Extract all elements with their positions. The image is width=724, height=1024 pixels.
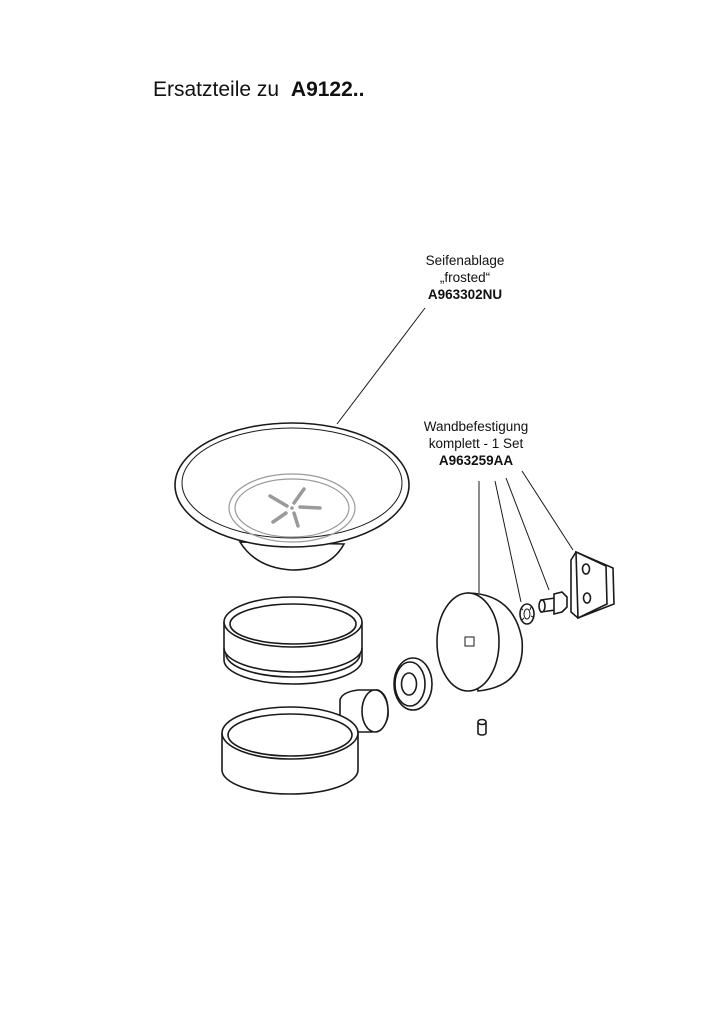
upper-ring-drawing <box>223 596 363 685</box>
soap-dish-name: Seifenablage <box>425 253 505 268</box>
lock-washer-hole <box>523 608 531 620</box>
page-title-prefix: Ersatzteile zu <box>153 78 280 101</box>
cover-washer-drawing <box>393 657 433 711</box>
mounting-plate-hole-top <box>581 563 591 575</box>
hex-screw-drawing <box>538 591 568 616</box>
soap-dish-variant: „frosted“ <box>439 270 491 285</box>
holder-ring-top-inner <box>227 713 353 757</box>
rosette-face <box>436 592 500 692</box>
wall-mount-label: Wandbefestigung komplett - 1 Set A963259… <box>406 418 546 469</box>
upper-ring-top-inner <box>229 603 357 645</box>
set-screw-body <box>477 722 487 736</box>
set-screw-drawing <box>477 718 487 736</box>
mounting-plate-hole-bottom <box>582 592 592 604</box>
soap-dish-rim <box>174 422 410 548</box>
soap-dish-drain-slots <box>268 487 322 528</box>
upper-ring-top <box>223 596 363 648</box>
wall-mount-leader-washer <box>494 480 522 603</box>
page-title-model: A9122.. <box>290 78 365 101</box>
soap-dish-bottom <box>228 473 356 543</box>
wall-mount-set: komplett - 1 Set <box>428 436 524 451</box>
lock-washer-outer <box>519 603 535 625</box>
soap-dish-label: Seifenablage „frosted“ A963302NU <box>406 252 524 303</box>
holder-ring-drawing <box>221 689 389 795</box>
holder-arm-end <box>361 689 389 733</box>
soap-dish-drawing <box>174 422 410 571</box>
rosette-drawing <box>436 592 524 692</box>
wall-mount-name: Wandbefestigung <box>423 419 529 434</box>
upper-ring-groove-2 <box>225 653 361 678</box>
rosette-square-hole <box>464 636 475 647</box>
page-title: Ersatzteile zu A9122.. <box>153 76 364 104</box>
mounting-plate-drawing <box>570 550 615 620</box>
hex-screw-tip <box>538 599 546 613</box>
soap-dish-inner-rim <box>181 427 403 539</box>
cover-washer-hole <box>400 672 418 696</box>
holder-ring-top <box>221 706 359 760</box>
soap-dish-bottom-inner <box>234 478 350 538</box>
cover-washer-face <box>394 661 426 707</box>
leader-lines <box>336 307 574 603</box>
soap-dish-leader <box>336 307 426 425</box>
set-screw-top <box>477 718 487 726</box>
lock-washer-drawing <box>519 603 535 625</box>
upper-ring-groove <box>223 647 363 673</box>
soap-dish-code: A963302NU <box>427 287 503 302</box>
soap-dish-foot <box>238 541 346 571</box>
wall-mount-code: A963259AA <box>438 453 514 468</box>
wall-mount-leader-plate <box>521 470 574 551</box>
wall-mount-leader-screw <box>505 477 550 591</box>
hex-screw-head <box>553 591 568 616</box>
